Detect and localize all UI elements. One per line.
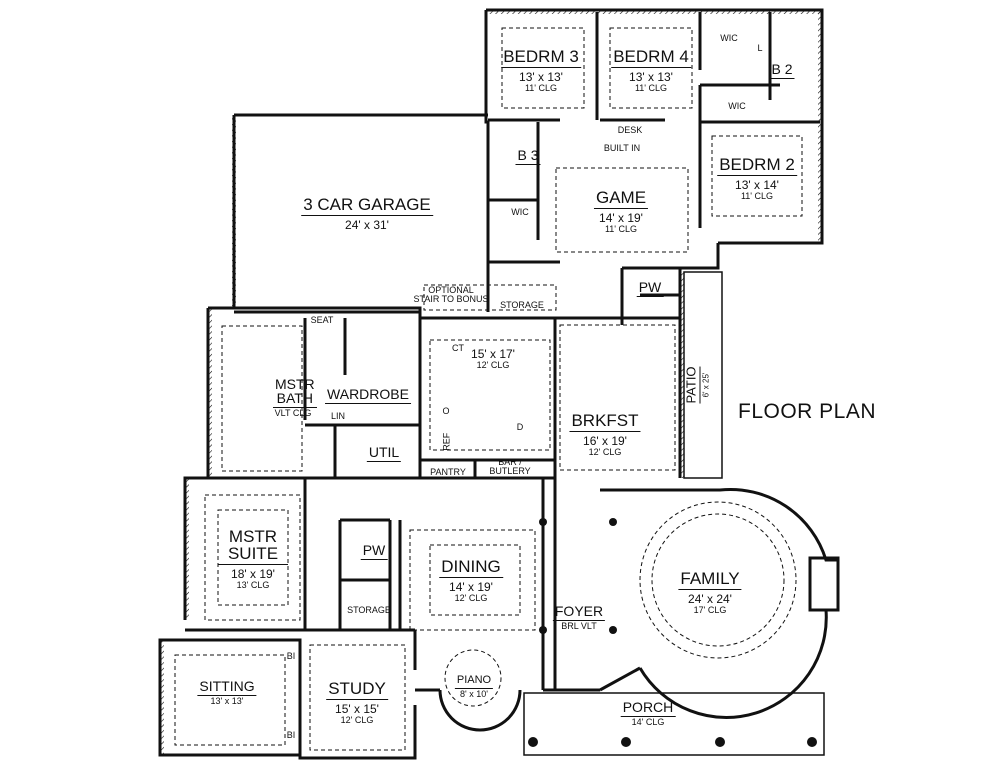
- room-pantry: PANTRY: [430, 467, 466, 477]
- room-study: STUDY 15' x 15' 12' CLG: [326, 679, 388, 725]
- room-sitting: SITTING 13' x 13': [197, 678, 257, 706]
- kitchen-oven-label: O: [442, 406, 450, 416]
- room-wardrobe: WARDROBE: [325, 386, 411, 404]
- room-bi-top: BI: [286, 651, 296, 661]
- room-brkfst: BRKFST 16' x 19' 12' CLG: [569, 411, 641, 457]
- kitchen-dishwasher-label: D: [516, 422, 524, 432]
- room-bar-butlery: BAR / BUTLERY: [489, 457, 531, 477]
- room-family: FAMILY 24' x 24' 17' CLG: [678, 569, 742, 615]
- room-wic-mid: WIC: [728, 101, 746, 111]
- room-storage-top: STORAGE: [500, 300, 544, 310]
- kitchen-ref-label: REF: [441, 432, 452, 451]
- room-lin-bath: LIN: [330, 411, 346, 421]
- room-bedrm3: BEDRM 3 13' x 13' 11' CLG: [501, 47, 581, 93]
- room-bedrm4: BEDRM 4 13' x 13' 11' CLG: [611, 47, 691, 93]
- room-foyer: FOYER BRL VLT: [552, 603, 606, 631]
- room-wic-b3: WIC: [511, 207, 529, 217]
- room-b3: B 3: [515, 147, 541, 165]
- room-bi-bottom: BI: [286, 730, 296, 740]
- room-game: GAME 14' x 19' 11' CLG: [593, 188, 649, 234]
- room-seat: SEAT: [310, 315, 334, 325]
- room-built-in: BUILT IN: [603, 143, 641, 153]
- room-storage-mid: STORAGE: [347, 605, 391, 615]
- room-mstr-suite: MSTR SUITE 18' x 19' 13' CLG: [218, 528, 288, 590]
- room-mstr-bath: MSTR BATH VLT CLG: [273, 376, 317, 418]
- room-pw-mid: PW: [360, 542, 388, 560]
- room-porch: PORCH 14' CLG: [620, 699, 676, 727]
- room-garage: 3 CAR GARAGE 24' x 31': [301, 195, 433, 232]
- room-bedrm2: BEDRM 2 13' x 14' 11' CLG: [717, 155, 797, 201]
- room-wic-top: WIC: [720, 33, 738, 43]
- room-piano: PIANO 8' x 10': [454, 674, 494, 699]
- plan-title: FLOOR PLAN: [738, 400, 877, 423]
- room-patio: PATIO 6' x 25': [683, 366, 711, 404]
- kitchen-cooktop-label: CT: [452, 343, 464, 353]
- room-l: L: [757, 43, 763, 53]
- room-kitchen: 15' x 17' 12' CLG: [471, 347, 515, 370]
- room-desk: DESK: [617, 125, 643, 135]
- room-b2: B 2: [769, 61, 795, 79]
- room-util: UTIL: [366, 444, 402, 462]
- room-pw-top: PW: [636, 279, 664, 297]
- optional-stair-note: OPTIONAL STAIR TO BONUS: [413, 285, 489, 305]
- room-dining: DINING 14' x 19' 12' CLG: [439, 557, 503, 603]
